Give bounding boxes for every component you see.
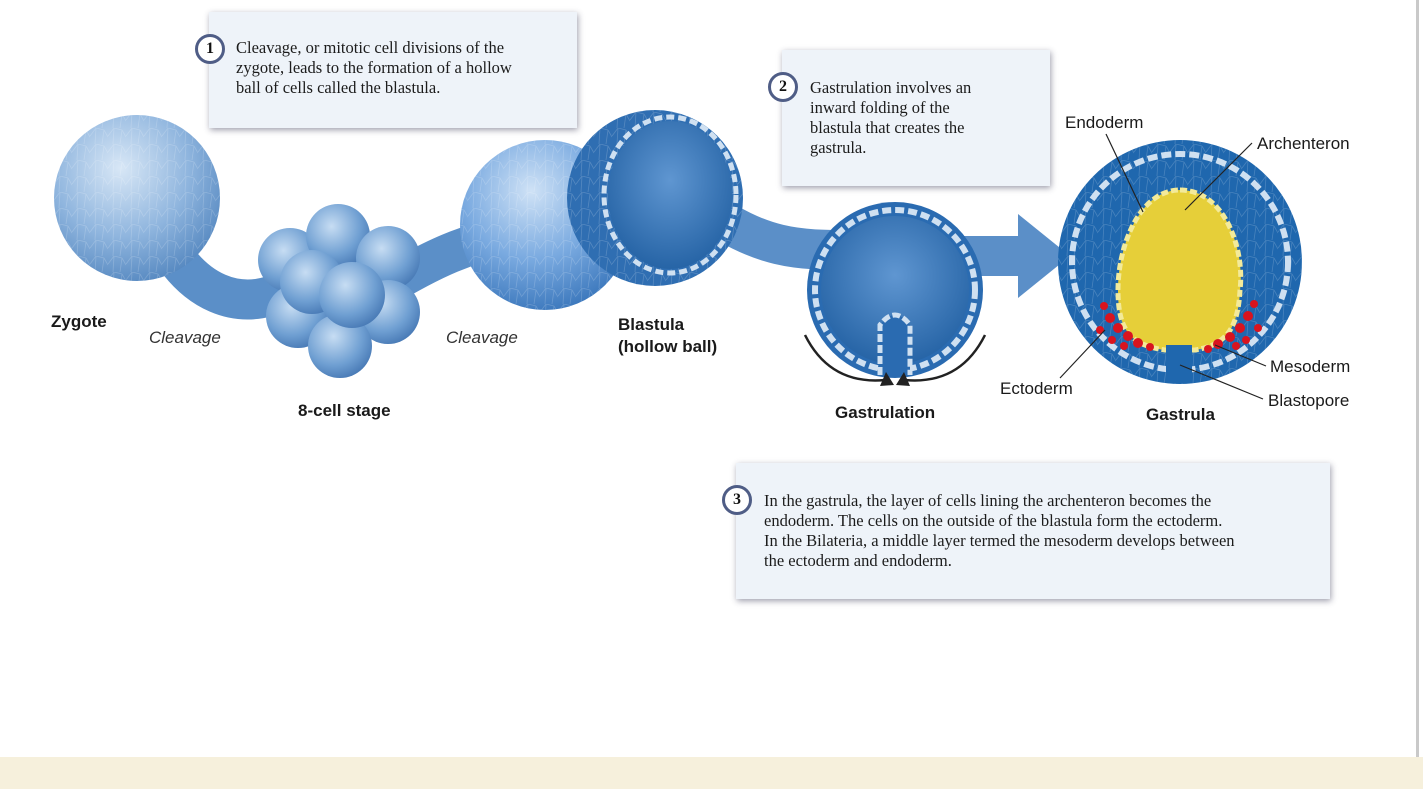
embryonic-development-diagram: [54, 110, 1302, 400]
blastula-illustration: [460, 110, 743, 310]
gastrula-illustration: [1058, 140, 1302, 384]
callout-3-line: the ectoderm and endoderm.: [764, 551, 952, 570]
callout-2-line: gastrula.: [810, 138, 867, 157]
diagram-artwork: [54, 110, 1302, 400]
step-number-3: 3: [722, 485, 752, 515]
label-mesoderm: Mesoderm: [1270, 357, 1351, 376]
label-cleavage-2: Cleavage: [446, 328, 518, 347]
callout-2-line: inward folding of the: [810, 98, 950, 117]
callout-3-line: endoderm. The cells on the outside of th…: [764, 511, 1223, 530]
callout-2-line: blastula that creates the: [810, 118, 965, 137]
callout-3-line: In the gastrula, the layer of cells lini…: [764, 491, 1212, 510]
callout-3-line: In the Bilateria, a middle layer termed …: [764, 531, 1235, 550]
callout-2-line: Gastrulation involves an: [810, 78, 972, 97]
footer-bar: [0, 757, 1423, 789]
callout-3: 3 In the gastrula, the layer of cells li…: [722, 463, 1330, 599]
arrow-head: [1018, 214, 1070, 298]
label-8-cell-stage: 8-cell stage: [298, 401, 391, 420]
label-endoderm: Endoderm: [1065, 113, 1144, 132]
label-cleavage-1: Cleavage: [149, 328, 221, 347]
label-archenteron: Archenteron: [1257, 134, 1350, 153]
gastrulation-illustration: [803, 202, 987, 386]
callout-2: 2 Gastrulation involves an inward foldin…: [768, 50, 1050, 186]
step-number-2: 2: [768, 72, 798, 102]
zygote-illustration: [54, 115, 220, 281]
eight-cell-illustration: [258, 204, 420, 378]
label-blastula-hollow-ball: (hollow ball): [618, 337, 718, 356]
label-gastrula: Gastrula: [1146, 405, 1215, 424]
callout-1-line: Cleavage, or mitotic cell divisions of t…: [236, 38, 505, 57]
label-gastrulation: Gastrulation: [835, 403, 936, 422]
label-ectoderm: Ectoderm: [1000, 379, 1073, 398]
callout-1-line: ball of cells called the blastula.: [236, 78, 441, 97]
leader-lines: [1059, 133, 1267, 400]
label-zygote: Zygote: [51, 312, 107, 331]
callout-1: 1 Cleavage, or mitotic cell divisions of…: [195, 12, 577, 128]
step-number-1: 1: [195, 34, 225, 64]
label-blastopore: Blastopore: [1268, 391, 1350, 410]
vertical-scrollbar[interactable]: [1416, 0, 1419, 757]
label-blastula: Blastula: [618, 315, 685, 334]
callout-1-line: zygote, leads to the formation of a holl…: [236, 58, 512, 77]
